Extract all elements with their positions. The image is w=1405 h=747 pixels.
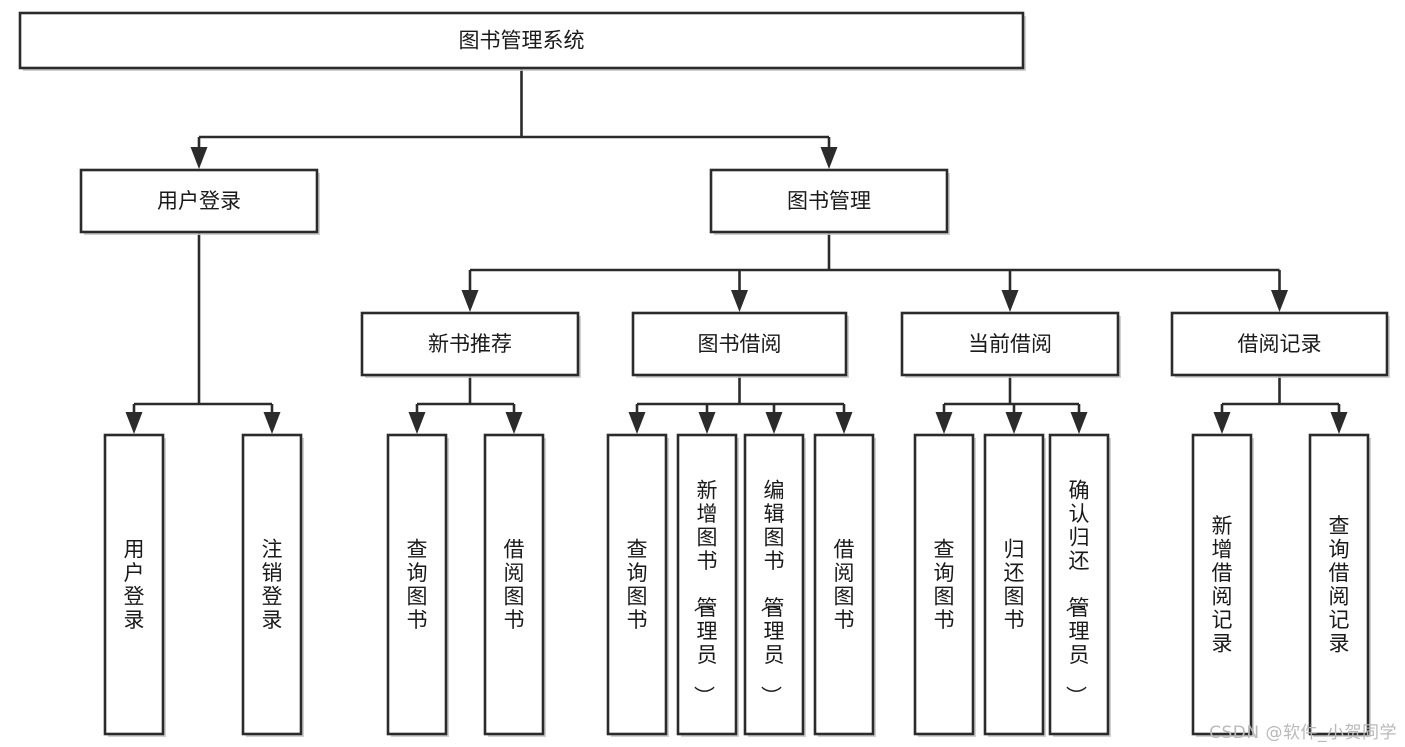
arrow-head-icon <box>765 412 783 434</box>
arrow-head-icon <box>461 290 479 312</box>
arrow-head-icon <box>1271 290 1288 312</box>
node-label: 图书管理 <box>787 189 871 213</box>
node-label: 查询图书 <box>627 537 648 632</box>
node-label: 借阅图书 <box>504 537 525 632</box>
node-label: 查询图书 <box>934 537 955 632</box>
arrow-head-icon <box>190 147 208 169</box>
watermark-credit: CSDN @软件_小贺同学 <box>1209 723 1397 743</box>
node-box[interactable] <box>1048 433 1110 736</box>
node-label: 当前借阅 <box>968 332 1052 356</box>
node-box[interactable] <box>360 311 580 377</box>
node-box[interactable] <box>913 433 975 736</box>
node-box[interactable] <box>709 168 949 234</box>
node-label: 图书借阅 <box>698 332 782 356</box>
arrow-head-icon <box>505 412 523 434</box>
node-box[interactable] <box>606 433 668 736</box>
node-label: 新书推荐 <box>428 332 512 356</box>
arrow-head-icon <box>935 412 953 434</box>
arrow-head-icon <box>835 412 853 434</box>
node-box[interactable] <box>813 433 875 736</box>
node-n-user[interactable]: 用户登录 <box>79 168 320 235</box>
arrow-head-icon <box>408 412 426 434</box>
connector-group <box>408 375 523 434</box>
node-box[interactable] <box>1170 311 1389 377</box>
arrow-head-icon <box>263 412 281 434</box>
node-n-record[interactable]: 借阅记录 <box>1170 311 1390 378</box>
arrow-head-icon <box>1001 290 1019 312</box>
connector-layer <box>125 68 1348 434</box>
node-box[interactable] <box>18 11 1025 70</box>
arrow-head-icon <box>628 412 646 434</box>
connector-group <box>461 232 1288 312</box>
arrow-head-icon <box>698 412 716 434</box>
arrow-head-icon <box>1213 412 1231 434</box>
node-label: 新增借阅记录 <box>1212 514 1233 656</box>
node-label: 用户登录 <box>157 189 241 213</box>
node-label: 新增图书（管理员） <box>692 479 718 707</box>
node-box[interactable] <box>103 433 165 736</box>
arrow-head-icon <box>820 147 838 169</box>
node-root[interactable]: 图书管理系统 <box>18 11 1026 71</box>
arrow-head-icon <box>1005 412 1023 434</box>
node-l-q3[interactable]: 查询图书 <box>913 433 976 737</box>
node-label: 注销登录 <box>262 537 283 632</box>
node-label: 确认归还（管理员） <box>1064 479 1090 707</box>
node-box[interactable] <box>983 433 1045 736</box>
node-n-current[interactable]: 当前借阅 <box>900 311 1121 378</box>
node-l-confirm[interactable]: 确认归还（管理员） <box>1048 433 1111 737</box>
node-box[interactable] <box>483 433 545 736</box>
node-box[interactable] <box>900 311 1120 377</box>
node-l-edit[interactable]: 编辑图书（管理员） <box>743 433 806 737</box>
node-box[interactable] <box>1191 433 1253 736</box>
connector-group <box>190 68 838 169</box>
node-label: 图书管理系统 <box>459 29 585 53</box>
node-l-q2[interactable]: 查询图书 <box>606 433 669 737</box>
node-l-logout[interactable]: 注销登录 <box>241 433 304 737</box>
node-label: 查询图书 <box>407 537 428 632</box>
connector-group <box>1213 375 1348 434</box>
node-l-b1[interactable]: 借阅图书 <box>483 433 546 737</box>
node-box[interactable] <box>1308 433 1370 736</box>
node-label: 编辑图书（管理员） <box>759 479 785 707</box>
node-l-q1[interactable]: 查询图书 <box>386 433 449 737</box>
node-box[interactable] <box>386 433 448 736</box>
arrow-head-icon <box>1330 412 1348 434</box>
connector-group <box>125 232 281 434</box>
node-layer: 图书管理系统用户登录图书管理新书推荐图书借阅当前借阅借阅记录用户登录注销登录查询… <box>18 11 1390 737</box>
node-label: 归还图书 <box>1004 537 1025 632</box>
arrow-head-icon <box>731 290 748 312</box>
node-box[interactable] <box>676 433 738 736</box>
node-label: 查询借阅记录 <box>1329 514 1350 656</box>
node-n-book[interactable]: 图书管理 <box>709 168 950 235</box>
node-n-newbook[interactable]: 新书推荐 <box>360 311 581 378</box>
node-l-addrec[interactable]: 新增借阅记录 <box>1191 433 1254 737</box>
node-l-b2[interactable]: 借阅图书 <box>813 433 876 737</box>
arrow-head-icon <box>1070 412 1088 434</box>
node-label: 用户登录 <box>124 537 145 632</box>
node-label: 借阅图书 <box>834 537 855 632</box>
node-l-qrec[interactable]: 查询借阅记录 <box>1308 433 1371 737</box>
node-l-login[interactable]: 用户登录 <box>103 433 166 737</box>
connector-group <box>628 375 853 434</box>
node-box[interactable] <box>241 433 303 736</box>
node-box[interactable] <box>79 168 319 234</box>
node-label: 借阅记录 <box>1238 332 1322 356</box>
node-l-return[interactable]: 归还图书 <box>983 433 1046 737</box>
arrow-head-icon <box>125 412 143 434</box>
node-box[interactable] <box>631 311 848 377</box>
node-box[interactable] <box>743 433 805 736</box>
connector-group <box>935 375 1088 434</box>
node-l-add[interactable]: 新增图书（管理员） <box>676 433 739 737</box>
node-n-borrow[interactable]: 图书借阅 <box>631 311 849 378</box>
